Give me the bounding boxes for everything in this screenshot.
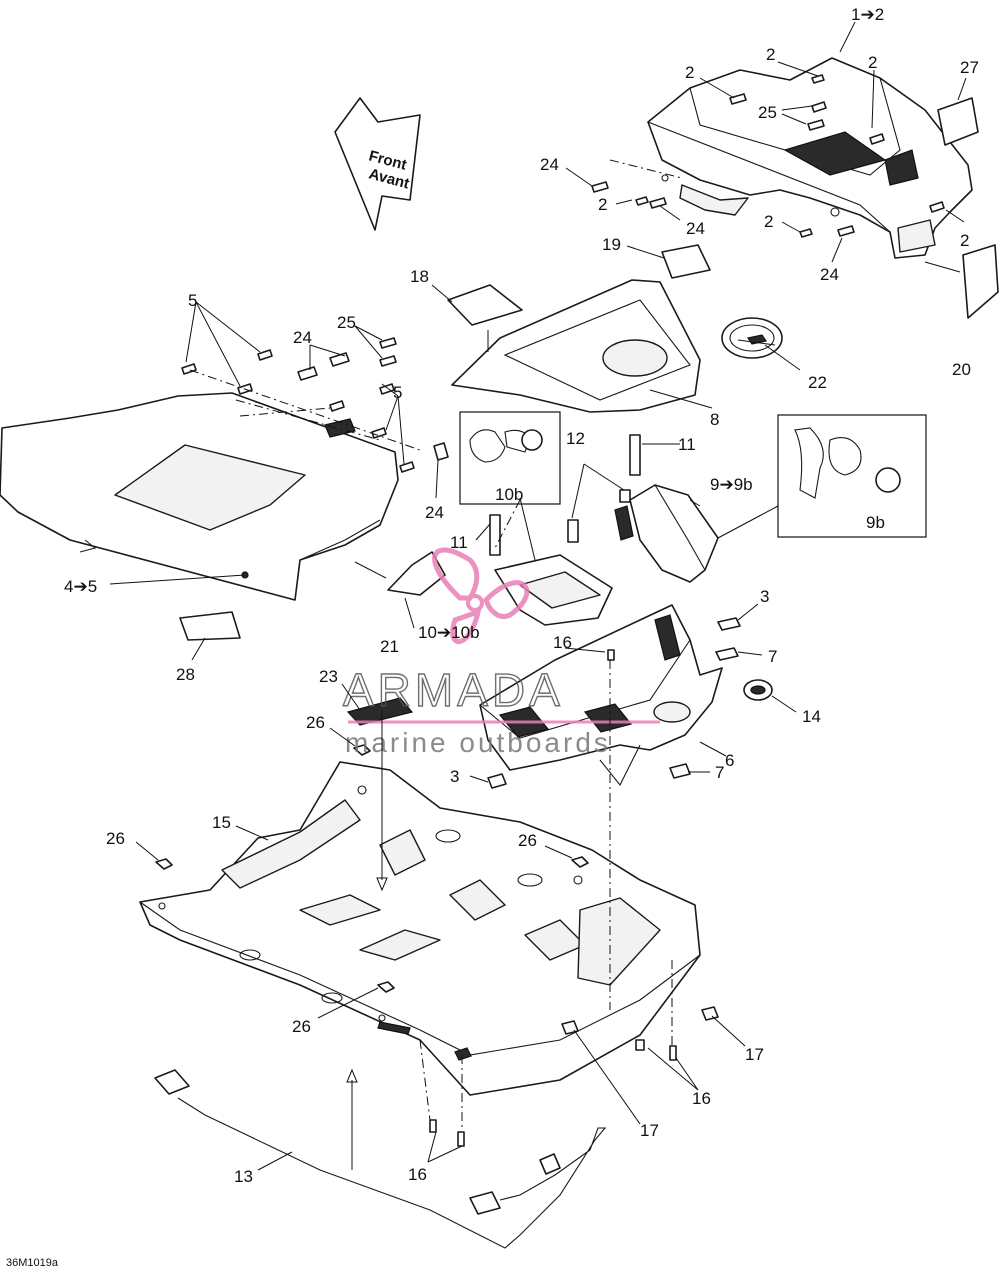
callout-2-c: 2 (868, 53, 877, 72)
callout-12: 12 (566, 429, 585, 448)
decal-19 (661, 244, 711, 279)
callout-16-c: 16 (408, 1165, 427, 1184)
callout-25-b: 25 (337, 313, 356, 332)
callout-2-e: 2 (764, 212, 773, 231)
leader-lines (109, 21, 967, 1171)
callout-26-b: 26 (106, 829, 125, 848)
callout-2-b: 2 (685, 63, 694, 82)
callout-17-b: 17 (640, 1121, 659, 1140)
decal-28 (179, 611, 241, 641)
decal-21 (387, 551, 446, 596)
part-wiring-harness (154, 1069, 607, 1249)
callout-26-a: 26 (306, 713, 325, 732)
callout-21: 21 (380, 637, 399, 656)
detail-box-9b (777, 414, 927, 538)
logo-badge-22 (721, 317, 783, 359)
callout-24-a: 24 (540, 155, 559, 174)
callout-labels: 1➔2 2 2 2 27 25 24 2 24 2 2 24 20 19 18 … (6, 5, 979, 1269)
part-lamp-housing (494, 554, 613, 626)
callout-3-a: 3 (760, 587, 769, 606)
callout-22: 22 (808, 373, 827, 392)
callout-1-2: 1➔2 (851, 5, 884, 24)
callout-16-b: 16 (692, 1089, 711, 1108)
watermark-brand: ARMADA (343, 664, 564, 716)
callout-26-d: 26 (292, 1017, 311, 1036)
callout-20: 20 (952, 360, 971, 379)
callout-6: 6 (725, 751, 734, 770)
clip-group (487, 617, 741, 789)
callout-11-b: 11 (450, 533, 468, 552)
callout-9-9b: 9➔9b (710, 475, 753, 494)
callout-2-d: 2 (598, 195, 607, 214)
callout-5-b: 5 (393, 383, 402, 402)
detail-box-10b (459, 411, 561, 505)
callout-28: 28 (176, 665, 195, 684)
callout-3-b: 3 (450, 767, 459, 786)
part-side-bracket (614, 484, 719, 583)
callout-2-a: 2 (766, 45, 775, 64)
decal-27 (937, 97, 979, 146)
callout-27: 27 (960, 58, 979, 77)
callout-4-5: 4➔5 (64, 577, 97, 596)
callout-8: 8 (710, 410, 719, 429)
plug-group-26 (155, 744, 589, 993)
part-top-cover (451, 279, 701, 413)
callout-7-b: 7 (715, 763, 724, 782)
callout-25-a: 25 (758, 103, 777, 122)
callout-24-b: 24 (686, 219, 705, 238)
callout-9b: 9b (866, 513, 885, 532)
callout-10-10b: 10➔10b (418, 623, 480, 642)
bolt-group-center (489, 434, 641, 556)
watermark-tagline: marine outboards (345, 727, 611, 758)
screw-group-upper (591, 74, 945, 238)
callout-18: 18 (410, 267, 429, 286)
callout-17-a: 17 (745, 1045, 764, 1064)
callout-2-f: 2 (960, 231, 969, 250)
part-bottom-tray (139, 761, 701, 1096)
callout-14: 14 (802, 707, 821, 726)
propeller-logo-icon (432, 547, 530, 644)
callout-10b: 10b (495, 485, 523, 504)
callout-24-c: 24 (820, 265, 839, 284)
part-front-panel (0, 392, 399, 601)
callout-24-e: 24 (425, 503, 444, 522)
callout-23: 23 (319, 667, 338, 686)
decal-20 (962, 244, 999, 319)
callout-13: 13 (234, 1167, 253, 1186)
front-direction-arrow: Front Avant (334, 97, 421, 231)
callout-24-d: 24 (293, 328, 312, 347)
grommet-14 (743, 679, 773, 701)
callout-16-a: 16 (553, 633, 572, 652)
watermark-logo: ARMADA marine outboards (342, 547, 660, 758)
callout-15: 15 (212, 813, 231, 832)
callout-26-c: 26 (518, 831, 537, 850)
callout-19: 19 (602, 235, 621, 254)
drawing-number: 36M1019a (6, 1257, 59, 1269)
decal-18 (447, 284, 523, 326)
part-rear-housing (647, 57, 973, 259)
callout-5-a: 5 (188, 291, 197, 310)
callout-11-a: 11 (678, 435, 696, 454)
callout-7-a: 7 (768, 647, 777, 666)
